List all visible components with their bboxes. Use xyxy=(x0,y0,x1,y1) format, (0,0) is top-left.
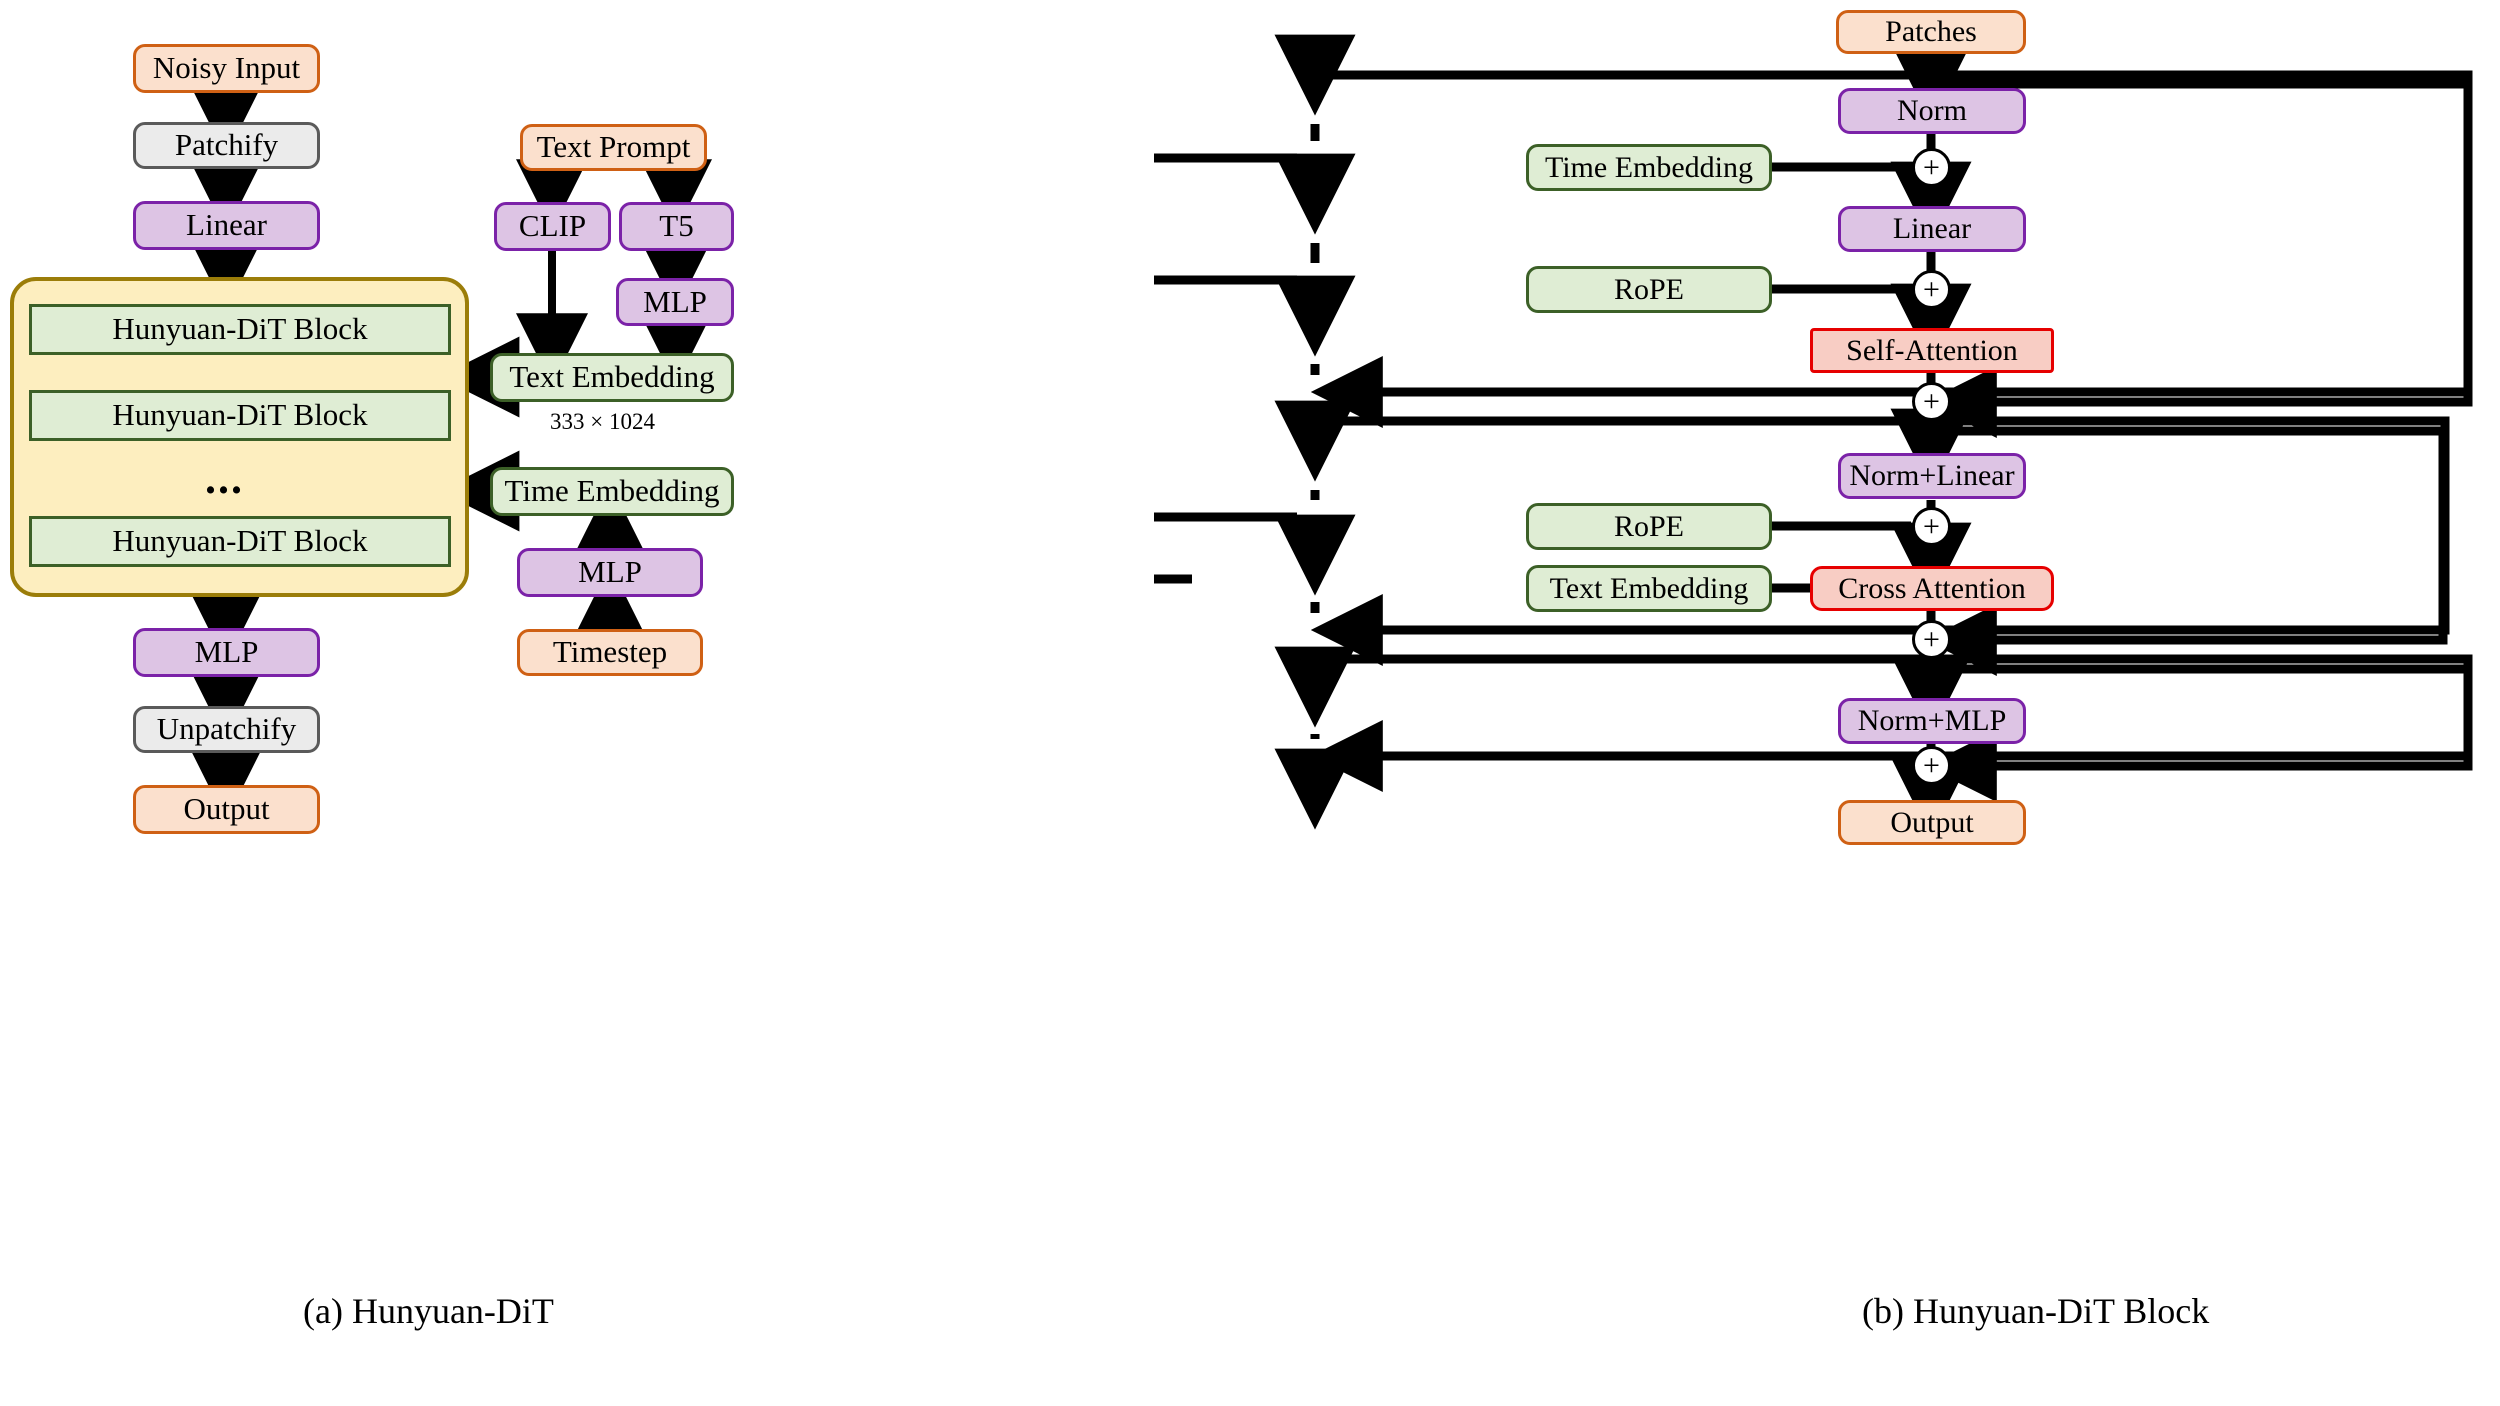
node-hunyuan-dit-block-n[interactable]: Hunyuan-DiT Block xyxy=(29,516,451,567)
node-text-embedding-b[interactable]: Text Embedding xyxy=(1526,565,1772,612)
node-timestep[interactable]: Timestep xyxy=(517,629,703,676)
ellipsis-indicator: ... xyxy=(205,454,244,503)
add-node-3: + xyxy=(1912,382,1951,421)
node-norm-mlp[interactable]: Norm+MLP xyxy=(1838,698,2026,744)
node-text-prompt[interactable]: Text Prompt xyxy=(520,124,707,171)
add-node-1: + xyxy=(1912,148,1951,187)
node-patchify[interactable]: Patchify xyxy=(133,122,320,169)
caption-panel-a: (a) Hunyuan-DiT xyxy=(303,1291,554,1331)
node-linear[interactable]: Linear xyxy=(133,201,320,250)
node-rope-2[interactable]: RoPE xyxy=(1526,503,1772,550)
node-text-embedding-a[interactable]: Text Embedding xyxy=(490,353,734,402)
node-hunyuan-dit-block-2[interactable]: Hunyuan-DiT Block xyxy=(29,390,451,441)
node-linear-b[interactable]: Linear xyxy=(1838,206,2026,252)
caption-panel-b: (b) Hunyuan-DiT Block xyxy=(1862,1291,2210,1331)
node-mlp-time[interactable]: MLP xyxy=(517,548,703,597)
node-rope-1[interactable]: RoPE xyxy=(1526,266,1772,313)
node-output-b[interactable]: Output xyxy=(1838,800,2026,845)
node-patches[interactable]: Patches xyxy=(1836,10,2026,54)
node-mlp-output[interactable]: MLP xyxy=(133,628,320,677)
node-clip[interactable]: CLIP xyxy=(494,202,611,251)
node-hunyuan-dit-block-1[interactable]: Hunyuan-DiT Block xyxy=(29,304,451,355)
node-norm-linear[interactable]: Norm+Linear xyxy=(1838,453,2026,499)
add-node-2: + xyxy=(1912,270,1951,309)
node-cross-attention[interactable]: Cross Attention xyxy=(1810,566,2054,611)
node-self-attention[interactable]: Self-Attention xyxy=(1810,328,2054,373)
node-time-embedding-b[interactable]: Time Embedding xyxy=(1526,144,1772,191)
text-embedding-dimensions: 333 × 1024 xyxy=(550,409,655,434)
node-norm[interactable]: Norm xyxy=(1838,88,2026,134)
node-time-embedding-a[interactable]: Time Embedding xyxy=(490,467,734,516)
node-unpatchify[interactable]: Unpatchify xyxy=(133,706,320,753)
add-node-6: + xyxy=(1912,746,1951,785)
node-noisy-input[interactable]: Noisy Input xyxy=(133,44,320,93)
add-node-4: + xyxy=(1912,507,1951,546)
add-node-5: + xyxy=(1912,620,1951,659)
node-t5[interactable]: T5 xyxy=(619,202,734,251)
node-mlp-text[interactable]: MLP xyxy=(616,278,734,326)
node-output-a[interactable]: Output xyxy=(133,785,320,834)
